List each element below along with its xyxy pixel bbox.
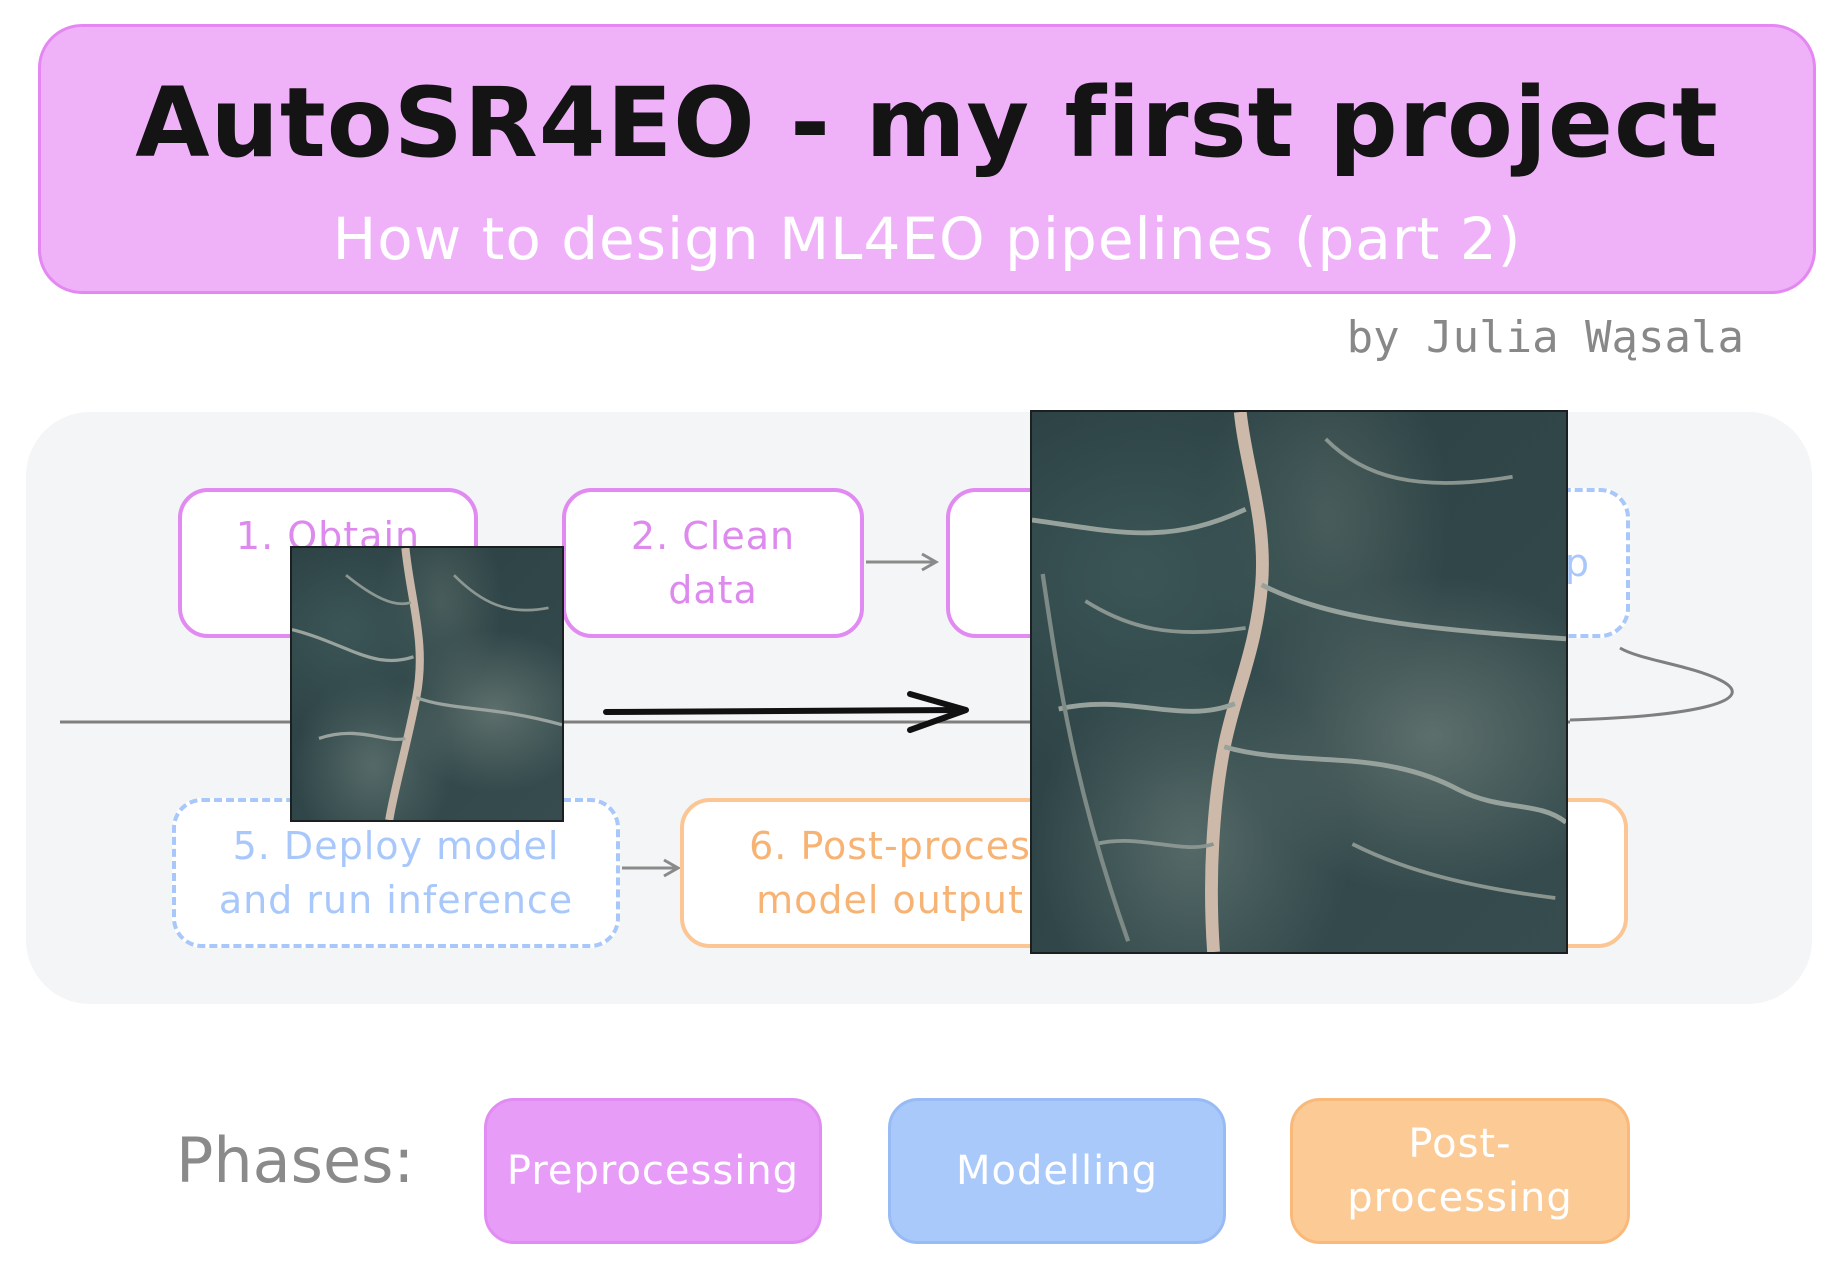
phase-postprocessing-swatch: Post- processing — [1290, 1098, 1630, 1244]
page-subtitle: How to design ML4EO pipelines (part 2) — [332, 205, 1522, 273]
loop-curve — [1569, 646, 1734, 722]
phase-label: Post- processing — [1347, 1121, 1573, 1221]
super-resolved-satellite-image — [1030, 410, 1568, 954]
super-resolution-arrow — [603, 691, 969, 733]
step-label: 2. Clean data — [630, 514, 796, 612]
arrow-5-to-6 — [622, 858, 682, 878]
low-resolution-satellite-image — [290, 546, 564, 822]
phase-preprocessing-swatch: Preprocessing — [484, 1098, 822, 1244]
step-label: p — [1564, 541, 1590, 585]
phase-modelling-swatch: Modelling — [888, 1098, 1226, 1244]
step-label: 5. Deploy model and run inference — [218, 824, 574, 922]
step-deploy-model: 5. Deploy model and run inference — [172, 798, 620, 948]
phase-label: Preprocessing — [506, 1148, 800, 1194]
phases-legend-label: Phases: — [176, 1124, 415, 1197]
step-clean-data: 2. Clean data — [562, 488, 864, 638]
author-byline: by Julia Wąsala — [1346, 312, 1744, 363]
title-banner: AutoSR4EO - my first project How to desi… — [38, 24, 1816, 294]
arrow-2-to-3 — [866, 552, 940, 572]
phase-label: Modelling — [955, 1148, 1159, 1194]
step-label: 6. Post-proces model output — [749, 824, 1031, 922]
page-title: AutoSR4EO - my first project — [135, 67, 1719, 179]
